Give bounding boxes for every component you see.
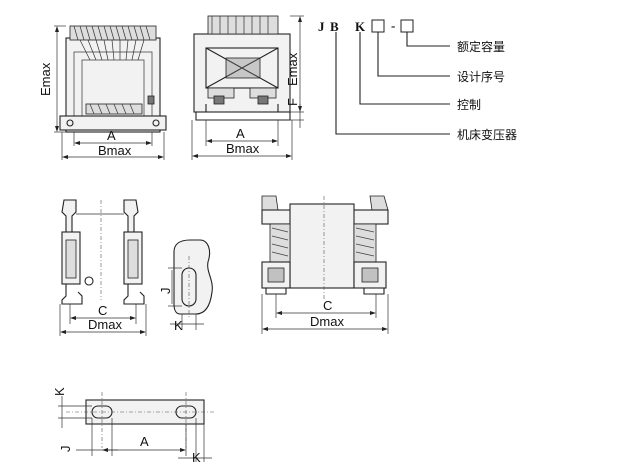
terminal-strip-top bbox=[69, 25, 157, 41]
foot-detail: J K bbox=[158, 239, 213, 333]
dim-j-bar: J bbox=[58, 446, 73, 453]
legend-machine-transformer: 机床变压器 bbox=[457, 127, 517, 142]
code-k: K bbox=[355, 19, 366, 34]
model-code-legend: J B K - 额定容量 设计序号 控制 机床变压器 bbox=[318, 18, 517, 142]
mounting-bar-detail: K J A K bbox=[52, 387, 214, 465]
foot-outline bbox=[173, 239, 213, 315]
leader-type bbox=[335, 32, 450, 135]
dim-dmax-core: Dmax bbox=[310, 314, 344, 329]
dim-k-bar: K bbox=[52, 387, 67, 396]
mount-hole-right bbox=[152, 119, 160, 127]
dim-f: F bbox=[285, 98, 300, 106]
mount-hole-left bbox=[66, 119, 74, 127]
dim-k-bar-right: K bbox=[192, 450, 201, 465]
dim-bmax-front: Bmax bbox=[98, 143, 132, 158]
code-box-capacity bbox=[400, 19, 414, 33]
legend-rated-capacity: 额定容量 bbox=[457, 39, 505, 54]
terminal-strip-bottom bbox=[85, 95, 155, 115]
mounting-foot bbox=[59, 115, 167, 131]
dim-a-front: A bbox=[107, 128, 116, 143]
legend-control: 控制 bbox=[457, 98, 481, 112]
code-dash: - bbox=[391, 18, 395, 33]
dim-k-foot: K bbox=[174, 318, 183, 333]
leader-serial bbox=[377, 32, 450, 77]
dim-j-foot: J bbox=[158, 288, 173, 295]
core-block bbox=[289, 203, 355, 289]
dim-a-core: A bbox=[236, 126, 245, 141]
front-view-terminals: Emax A Bmax bbox=[38, 25, 167, 160]
dim-a-bar: A bbox=[140, 434, 149, 449]
dim-dmax-side: Dmax bbox=[88, 317, 122, 332]
dim-c-side: C bbox=[98, 303, 107, 318]
side-view-core: C Dmax bbox=[261, 195, 389, 334]
code-j: J bbox=[318, 19, 325, 34]
dim-emax-front: Emax bbox=[38, 62, 53, 96]
legend-design-serial: 设计序号 bbox=[457, 69, 505, 84]
ground-mark bbox=[84, 276, 94, 286]
dim-emax-core: Emax bbox=[285, 52, 300, 86]
side-view-terminals: C Dmax bbox=[59, 199, 147, 336]
code-b: B bbox=[330, 19, 339, 34]
front-view-core: Emax F A Bmax bbox=[191, 15, 304, 160]
terminal-block-top bbox=[207, 15, 279, 35]
dim-bmax-core: Bmax bbox=[226, 141, 260, 156]
leader-control bbox=[359, 32, 450, 105]
leader-capacity bbox=[406, 32, 420, 47]
code-box-serial bbox=[371, 19, 385, 33]
dim-c-core: C bbox=[323, 298, 332, 313]
